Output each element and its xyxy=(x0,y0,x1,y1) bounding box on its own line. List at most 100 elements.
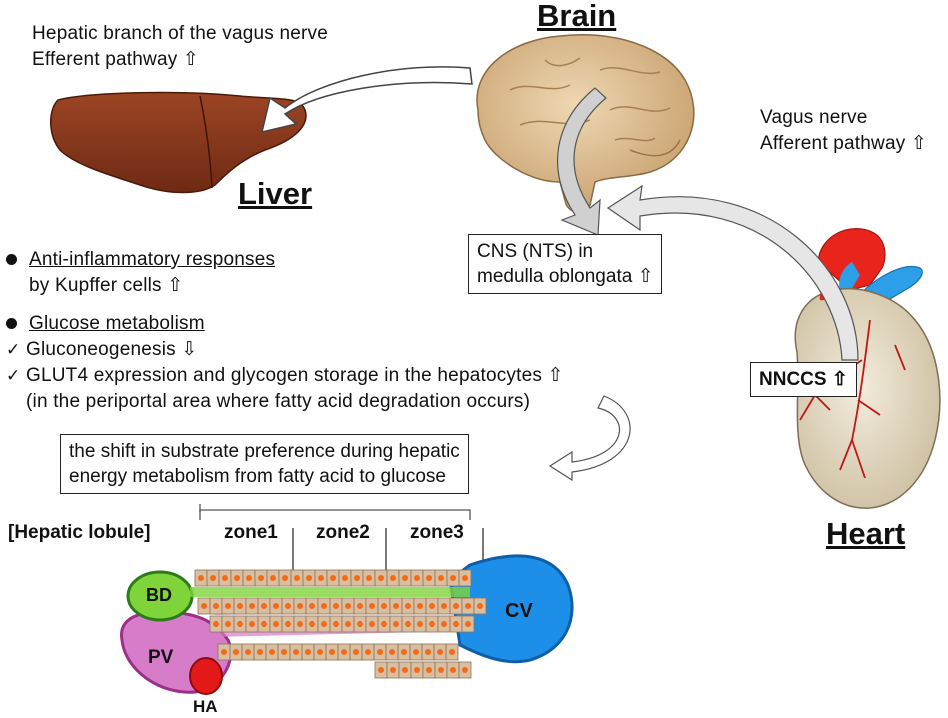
hepatocyte-nucleus xyxy=(261,621,267,627)
hepatocyte-nucleus xyxy=(389,649,395,655)
anti-inflammatory-item: Anti-inflammatory responses xyxy=(6,248,275,272)
hepatocyte-nucleus xyxy=(417,603,423,609)
hepatocyte-nucleus xyxy=(365,649,371,655)
hepatocyte-nucleus xyxy=(378,667,384,673)
hepatocyte-nucleus xyxy=(390,667,396,673)
hepatocyte-nucleus xyxy=(309,621,315,627)
hepatocyte-nucleus xyxy=(438,667,444,673)
hepatocyte-nucleus xyxy=(281,649,287,655)
hepatocyte-nucleus xyxy=(333,621,339,627)
pv-label: PV xyxy=(148,647,174,668)
glut4-item: ✓ GLUT4 expression and glycogen storage i… xyxy=(6,364,564,388)
hepatocyte-nucleus xyxy=(273,603,279,609)
hepatocyte-nucleus xyxy=(402,667,408,673)
zone-bracket xyxy=(199,504,471,520)
cns-line1: CNS (NTS) in xyxy=(477,241,594,262)
cv-label: CV xyxy=(505,600,533,622)
hepatocyte-nucleus xyxy=(341,649,347,655)
efferent-pathway-label: Efferent pathway ⇧ xyxy=(32,49,200,70)
hepatocyte-nucleus xyxy=(438,575,444,581)
hepatocyte-nucleus xyxy=(413,649,419,655)
brain-title: Brain xyxy=(537,0,617,33)
hepatocyte-nucleus xyxy=(293,649,299,655)
anti-inflammatory-label: Anti-inflammatory responses xyxy=(29,249,276,270)
hepatocyte-nucleus xyxy=(429,621,435,627)
hepatocyte-nucleus xyxy=(366,575,372,581)
hepatocyte-nucleus xyxy=(393,621,399,627)
hepatocyte-nucleus xyxy=(381,621,387,627)
hepatocyte-nucleus xyxy=(453,621,459,627)
liver-illustration xyxy=(50,91,307,194)
hepatocyte-nucleus xyxy=(465,603,471,609)
zone1-label: zone1 xyxy=(224,522,278,543)
bullet-icon xyxy=(6,318,17,330)
hepatocyte-nucleus xyxy=(369,621,375,627)
hepatocyte-nucleus xyxy=(441,621,447,627)
hepatocyte-nucleus xyxy=(294,575,300,581)
hepatocyte-nucleus xyxy=(417,621,423,627)
hepatocyte-nucleus xyxy=(210,575,216,581)
hepatocyte-nucleus xyxy=(378,575,384,581)
hepatocyte-nucleus xyxy=(270,575,276,581)
hepatocyte-nucleus xyxy=(257,649,263,655)
hepatocyte-nucleus xyxy=(225,603,231,609)
periportal-note: (in the periportal area where fatty acid… xyxy=(26,391,531,412)
hepatocyte-nucleus xyxy=(401,649,407,655)
hepatocyte-nucleus xyxy=(261,603,267,609)
hepatic-branch-label: Hepatic branch of the vagus nerve xyxy=(32,23,328,44)
checkmark-icon: ✓ xyxy=(6,366,21,385)
hepatocyte-nucleus xyxy=(234,575,240,581)
hepatocyte-nucleus xyxy=(441,603,447,609)
gluconeogenesis-item: ✓Gluconeogenesis ⇩ xyxy=(6,338,197,362)
hepatocyte-nucleus xyxy=(405,603,411,609)
ha-label: HA xyxy=(193,697,218,716)
cns-nts-box: CNS (NTS) in medulla oblongata ⇧ xyxy=(468,234,663,294)
hepatocyte-nucleus xyxy=(425,649,431,655)
hepatocyte-cells xyxy=(194,569,487,679)
hepatocyte-nucleus xyxy=(273,621,279,627)
hepatocyte-nucleus xyxy=(297,621,303,627)
hepatocyte-nucleus xyxy=(342,575,348,581)
hepatocyte-nucleus xyxy=(329,649,335,655)
hepatocyte-nucleus xyxy=(414,575,420,581)
hepatocyte-nucleus xyxy=(465,621,471,627)
hepatocyte-nucleus xyxy=(414,667,420,673)
hepatocyte-nucleus xyxy=(213,603,219,609)
hepatocyte-nucleus xyxy=(285,621,291,627)
hepatocyte-nucleus xyxy=(405,621,411,627)
hepatocyte-nucleus xyxy=(258,575,264,581)
heart-title: Heart xyxy=(826,516,906,551)
zone2-label: zone2 xyxy=(316,522,370,543)
liver-title: Liver xyxy=(238,176,313,211)
hepatocyte-nucleus xyxy=(357,621,363,627)
glucose-heading: Glucose metabolism xyxy=(29,313,205,334)
brain-illustration xyxy=(476,33,695,213)
hepatocyte-nucleus xyxy=(369,603,375,609)
hepatocyte-nucleus xyxy=(357,603,363,609)
bullet-icon xyxy=(6,254,17,266)
hepatocyte-nucleus xyxy=(333,603,339,609)
heart-illustration xyxy=(794,228,941,509)
nnccs-box: NNCCS ⇧ xyxy=(750,362,857,397)
shift-line1: the shift in substrate preference during… xyxy=(69,441,460,462)
shift-line2: energy metabolism from fatty acid to glu… xyxy=(69,466,447,487)
glucose-heading-item: Glucose metabolism xyxy=(6,312,205,336)
hepatocyte-nucleus xyxy=(305,649,311,655)
hepatocyte-nucleus xyxy=(317,649,323,655)
hepatocyte-nucleus xyxy=(201,603,207,609)
hepatocyte-nucleus xyxy=(233,649,239,655)
hepatocyte-nucleus xyxy=(402,575,408,581)
hepatocyte-nucleus xyxy=(297,603,303,609)
kupffer-label: by Kupffer cells ⇧ xyxy=(29,275,184,296)
glut4-label: GLUT4 expression and glycogen storage in… xyxy=(26,365,564,386)
gluconeogenesis-label: Gluconeogenesis ⇩ xyxy=(26,339,198,360)
hepatocyte-nucleus xyxy=(462,667,468,673)
hepatocyte-nucleus xyxy=(321,621,327,627)
hepatocyte-nucleus xyxy=(221,649,227,655)
vagus-nerve-label: Vagus nerve xyxy=(760,107,868,128)
hepatocyte-nucleus xyxy=(345,603,351,609)
hepatocyte-nucleus xyxy=(345,621,351,627)
zone3-label: zone3 xyxy=(410,522,464,543)
hepatocyte-nucleus xyxy=(222,575,228,581)
